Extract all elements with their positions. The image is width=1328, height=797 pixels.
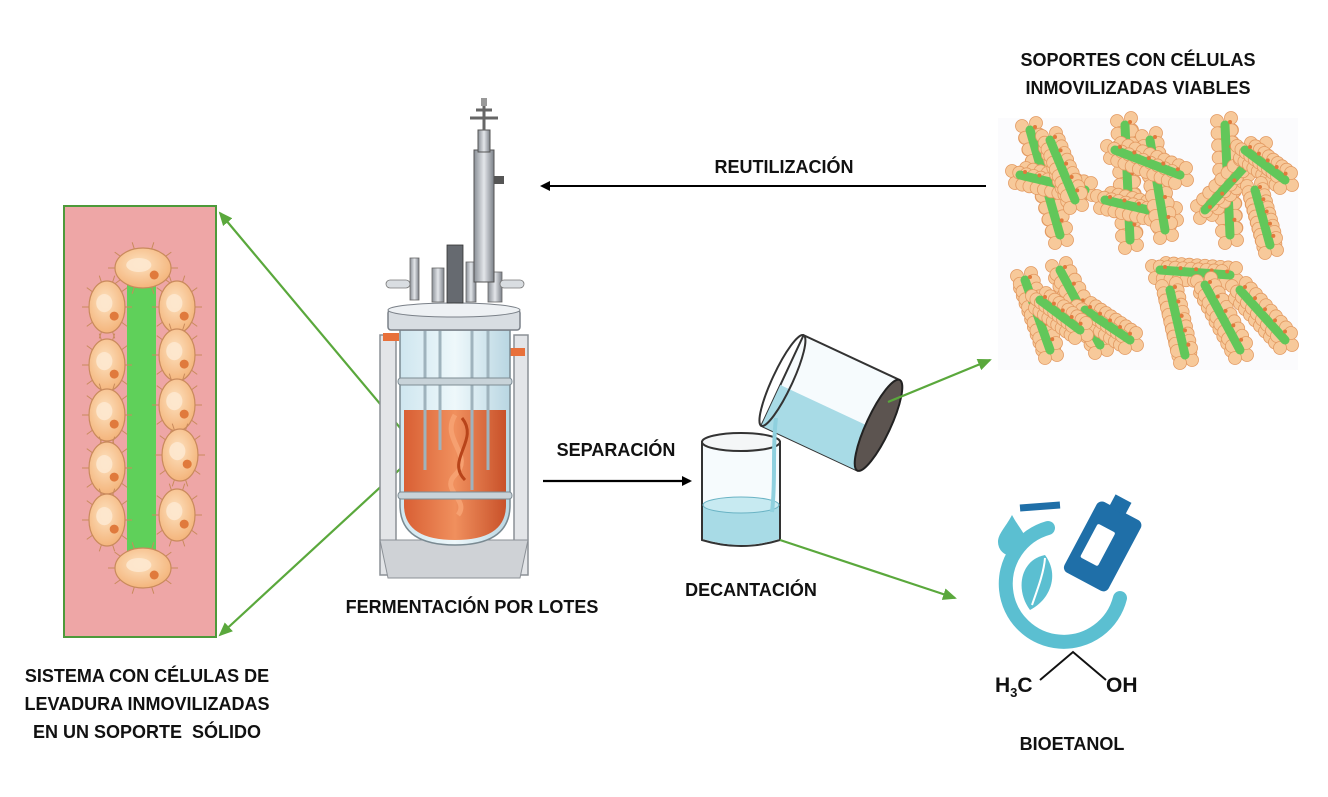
support-rod [1240,176,1284,260]
support-rod [1230,136,1299,195]
water-drop-icon [998,515,1026,556]
support-rod [1100,136,1194,190]
yeast-cell [108,542,178,594]
immobilized-system-caption: SISTEMA CON CÉLULAS DE LEVADURA INMOVILI… [4,662,290,746]
decantation-label: DECANTACIÓN [685,580,817,600]
immobilized-caption-line-3: EN UN SOPORTE SÓLIDO [32,722,262,742]
support-rod [1035,126,1089,215]
separation-label: SEPARACIÓN [556,440,676,460]
yeast-cell [152,373,202,437]
bioreactor-icon [379,98,529,579]
fuel-nozzle-icon [998,494,1142,649]
bioethanol-label: BIOETANOL [1019,734,1125,754]
yeast-cell [82,436,132,500]
yeast-cells [82,242,205,594]
beaker-icon [701,432,781,547]
ethanol-bonds [1039,650,1107,681]
support-clusters [1005,111,1299,370]
formula-left: H3C [995,672,1033,707]
decant-arrows [779,358,992,600]
solid-support-rod [127,262,156,562]
leaf-icon [1021,555,1053,610]
supports-title-line-2: INMOVILIZADAS VIABLES [1025,78,1251,98]
immobilized-yeast-panel [63,205,217,638]
support-rod [1025,286,1094,345]
yeast-cell [152,323,202,387]
supports-title-line-1: SOPORTES CON CÉLULAS [1020,50,1256,70]
formula-h: H [995,674,1011,697]
support-rod [1070,296,1144,355]
formula-c: C [1017,674,1033,697]
reuse-label: REUTILIZACIÓN [714,157,854,177]
support-rod [1225,276,1299,355]
yeast-cell [155,423,205,487]
pouring-beaker-icon [758,333,904,513]
support-rod [1190,271,1254,365]
immobilized-caption-line-1: SISTEMA CON CÉLULAS DE [24,666,270,686]
formula-subscript: 3 [1010,685,1018,701]
yeast-cell [82,383,132,447]
yeast-cell [152,483,202,547]
viable-supports-panel [998,111,1299,370]
supports-title: SOPORTES CON CÉLULAS INMOVILIZADAS VIABL… [1003,46,1273,102]
batch-fermentation-label: FERMENTACIÓN POR LOTES [345,597,599,617]
yeast-cell [82,488,132,552]
immobilized-caption-line-2: LEVADURA INMOVILIZADAS [24,694,270,714]
yeast-cell [152,275,202,339]
yeast-cell [82,275,132,339]
yeast-cell [108,242,178,294]
support-rod [1155,276,1199,370]
formula-right: OH [1106,674,1138,697]
